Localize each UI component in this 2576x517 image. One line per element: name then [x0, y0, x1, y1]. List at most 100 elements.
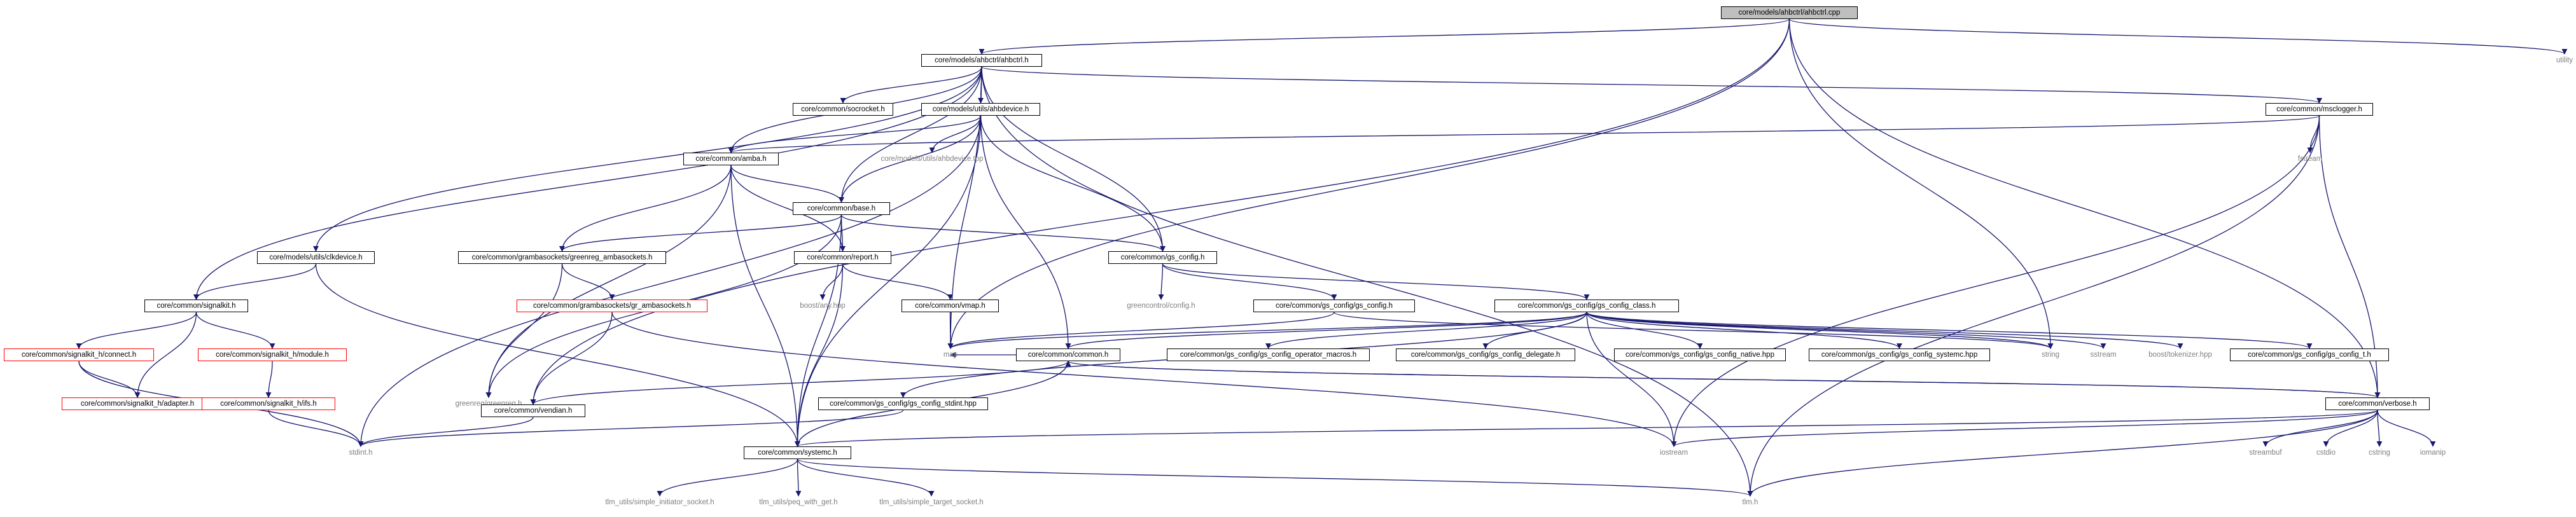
edge-systemc-h-to-tlm-peq-with-get: [795, 458, 802, 497]
node-boost-tokenizer: boost/tokenizer.hpp: [2148, 351, 2212, 359]
edge-gs-config-h-to-gs-config-gs-config-h: [1162, 263, 1337, 300]
edge-systemc-h-to-tlm-simple-initiator-socket: [657, 458, 798, 497]
node-signalkit-ifs-h[interactable]: core/common/signalkit_h/ifs.h: [202, 397, 335, 410]
edge-ahbdevice-h-to-gs-config-h: [980, 115, 1166, 252]
edge-verbose-h-to-cstring: [2376, 410, 2383, 447]
edge-verbose-h-to-iomanip: [2377, 410, 2436, 447]
edge-ahbctrl-h-to-socrocket-h: [840, 66, 982, 104]
node-vmap-h[interactable]: core/common/vmap.h: [902, 300, 999, 312]
edge-amba-h-to-systemc-h: [730, 165, 801, 447]
edge-common-h-to-vendian-h: [530, 361, 1069, 405]
edge-ahbctrl-h-to-signalkit-h: [193, 66, 982, 300]
edge-gs-config-stdint-to-stdint-h: [358, 410, 904, 447]
edge-ahbctrl-h-to-base-h: [838, 66, 982, 203]
edge-msclogger-h-to-tlm-h: [1747, 115, 2320, 497]
node-msclogger-h[interactable]: core/common/msclogger.h: [2266, 103, 2373, 116]
edge-ahbctrl-cpp-to-ahbctrl-h: [978, 18, 1790, 55]
node-signalkit-h[interactable]: core/common/signalkit.h: [144, 300, 248, 312]
node-iostream: iostream: [1659, 449, 1688, 457]
node-iomanip: iomanip: [2419, 449, 2446, 457]
edge-base-h-to-systemc-h: [794, 214, 842, 447]
edge-ahbctrl-cpp-to-string: [1788, 18, 2054, 349]
node-tlm-h: tlm.h: [1742, 499, 1758, 506]
node-clkdevice-h[interactable]: core/models/utils/clkdevice.h: [257, 251, 375, 264]
edge-amba-h-to-greenreg-h: [485, 165, 732, 398]
node-gs-config-h[interactable]: core/common/gs_config.h: [1108, 251, 1217, 264]
edge-ahbdevice-h-to-systemc-h: [794, 115, 982, 447]
node-gs-config-delegate[interactable]: core/common/gs_config/gs_config_delegate…: [1396, 348, 1575, 361]
edge-gs-config-class-h-to-common-h: [1065, 312, 1587, 349]
edge-msclogger-h-to-verbose-h: [2318, 115, 2381, 398]
node-tlm-peq-with-get: tlm_utils/peq_with_get.h: [759, 499, 838, 506]
node-signalkit-adapter-h[interactable]: core/common/signalkit_h/adapter.h: [62, 397, 213, 410]
edge-gs-config-class-h-to-map: [947, 312, 1587, 349]
edge-signalkit-module-h-to-signalkit-ifs-h: [265, 361, 273, 398]
edge-gs-config-class-h-to-boost-tokenizer: [1586, 312, 2183, 349]
node-stdint-h: stdint.h: [349, 449, 373, 457]
node-gs-config-systemc[interactable]: core/common/gs_config/gs_config_systemc.…: [1809, 348, 1990, 361]
node-streambuf: streambuf: [2249, 449, 2282, 457]
node-gs-config-operator-macros[interactable]: core/common/gs_config/gs_config_operator…: [1167, 348, 1370, 361]
edge-signalkit-h-to-signalkit-connect-h: [76, 312, 197, 349]
edge-vendian-h-to-stdint-h: [358, 417, 534, 447]
edge-ahbctrl-cpp-to-verbose-h: [1788, 18, 2381, 398]
node-gs-config-stdint[interactable]: core/common/gs_config/gs_config_stdint.h…: [818, 397, 988, 410]
edge-gr-ambasockets-h-to-vendian-h: [530, 312, 613, 405]
edge-gs-config-gs-config-h-to-string: [1333, 312, 2054, 349]
node-ahbdevice-tpp: core/models/utils/ahbdevice.tpp: [881, 155, 984, 163]
edge-verbose-h-to-cstdio: [2323, 410, 2378, 447]
node-report-h[interactable]: core/common/report.h: [794, 251, 891, 264]
edge-systemc-h-to-tlm-h: [797, 458, 1753, 497]
edge-ahbdevice-h-to-common-h: [980, 115, 1071, 349]
edge-signalkit-ifs-h-to-stdint-h: [268, 410, 364, 447]
node-fstream: fstream: [2297, 155, 2323, 163]
node-base-h[interactable]: core/common/base.h: [793, 202, 890, 215]
node-gs-config-class-h[interactable]: core/common/gs_config/gs_config_class.h: [1494, 300, 1679, 312]
edge-ahbdevice-h-to-stdint-h: [358, 115, 982, 447]
edge-base-h-to-greenreg-ambasockets-h: [559, 214, 842, 252]
edge-gs-config-gs-config-h-to-map: [947, 312, 1335, 349]
node-vendian-h[interactable]: core/common/vendian.h: [481, 404, 585, 417]
node-tlm-simple-initiator-socket: tlm_utils/simple_initiator_socket.h: [605, 499, 714, 506]
edge-verbose-h-to-iostream: [1671, 410, 2378, 447]
edge-gs-config-h-to-gs-config-class-h: [1162, 263, 1590, 300]
edge-verbose-h-to-systemc-h: [795, 410, 2378, 447]
edge-report-h-to-boost-any: [819, 263, 844, 300]
node-gs-config-t-h[interactable]: core/common/gs_config/gs_config_t.h: [2230, 348, 2389, 361]
node-string: string: [2041, 351, 2060, 359]
node-ahbctrl-h[interactable]: core/models/ahbctrl/ahbctrl.h: [921, 54, 1042, 67]
edge-ahbctrl-h-to-clkdevice-h: [313, 66, 982, 252]
edge-systemc-h-to-tlm-simple-target-socket: [797, 458, 935, 497]
edge-ahbdevice-h-to-base-h: [838, 115, 982, 203]
node-common-h[interactable]: core/common/common.h: [1016, 348, 1120, 361]
node-ahbdevice-h[interactable]: core/models/utils/ahbdevice.h: [921, 103, 1040, 116]
edge-ahbdevice-h-to-ahbdevice-tpp: [929, 115, 982, 153]
edge-signalkit-h-to-signalkit-module-h: [195, 312, 275, 349]
node-gr-ambasockets-h[interactable]: core/common/grambasockets/gr_ambasockets…: [517, 300, 707, 312]
edge-clkdevice-h-to-signalkit-h: [193, 263, 317, 300]
edge-amba-h-to-report-h: [730, 165, 846, 252]
node-amba-h[interactable]: core/common/amba.h: [683, 153, 779, 165]
node-signalkit-module-h[interactable]: core/common/signalkit_h/module.h: [198, 348, 347, 361]
node-socrocket-h[interactable]: core/common/socrocket.h: [793, 103, 893, 116]
edge-gs-config-class-h-to-gs-config-systemc: [1586, 312, 1902, 349]
edge-signalkit-h-to-signalkit-adapter-h: [134, 312, 197, 398]
node-greencontrol-config: greencontrol/config.h: [1127, 302, 1195, 310]
edge-ahbctrl-h-to-msclogger-h: [981, 66, 2322, 104]
edge-report-h-to-systemc-h: [794, 263, 844, 447]
edge-clkdevice-h-to-systemc-h: [315, 263, 801, 447]
edge-signalkit-connect-h-to-signalkit-adapter-h: [78, 361, 141, 398]
node-signalkit-connect-h[interactable]: core/common/signalkit_h/connect.h: [4, 348, 154, 361]
node-systemc-h[interactable]: core/common/systemc.h: [744, 446, 851, 459]
node-greenreg-ambasockets-h[interactable]: core/common/grambasockets/greenreg_ambas…: [458, 251, 666, 264]
edge-gs-config-class-h-to-gs-config-operator-macros: [1265, 312, 1587, 349]
edge-report-h-to-vmap-h: [842, 263, 954, 300]
node-gs-config-gs-config-h[interactable]: core/common/gs_config/gs_config.h: [1253, 300, 1415, 312]
edge-greenreg-ambasockets-h-to-greenreg-h: [485, 263, 563, 398]
node-verbose-h[interactable]: core/common/verbose.h: [2325, 397, 2430, 410]
node-gs-config-native[interactable]: core/common/gs_config/gs_config_native.h…: [1614, 348, 1786, 361]
edge-msclogger-h-to-amba-h: [728, 115, 2320, 153]
edge-ahbctrl-cpp-to-utility: [1788, 18, 2568, 55]
edge-msclogger-h-to-iostream: [1671, 115, 2320, 447]
